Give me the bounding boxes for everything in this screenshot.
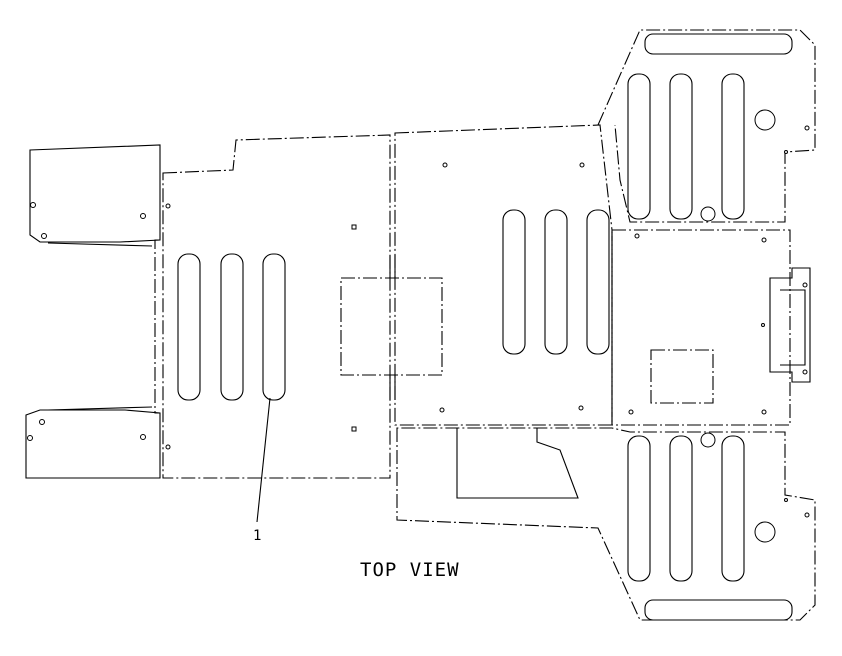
left-upper-end-piece: [29, 144, 161, 243]
callout-number: 1: [253, 528, 261, 544]
view-label: TOP VIEW: [360, 559, 460, 581]
center-floor-panel: [394, 124, 613, 426]
left-channel: [47, 239, 160, 414]
left-floor-panel: [162, 134, 391, 479]
center-connector-plate: [340, 255, 443, 400]
right-middle-panel: [611, 229, 811, 426]
right-lower-wing: [396, 427, 816, 621]
right-upper-wing: [597, 29, 816, 223]
left-lower-end-piece: [25, 409, 161, 479]
callout-leader: [256, 397, 271, 523]
